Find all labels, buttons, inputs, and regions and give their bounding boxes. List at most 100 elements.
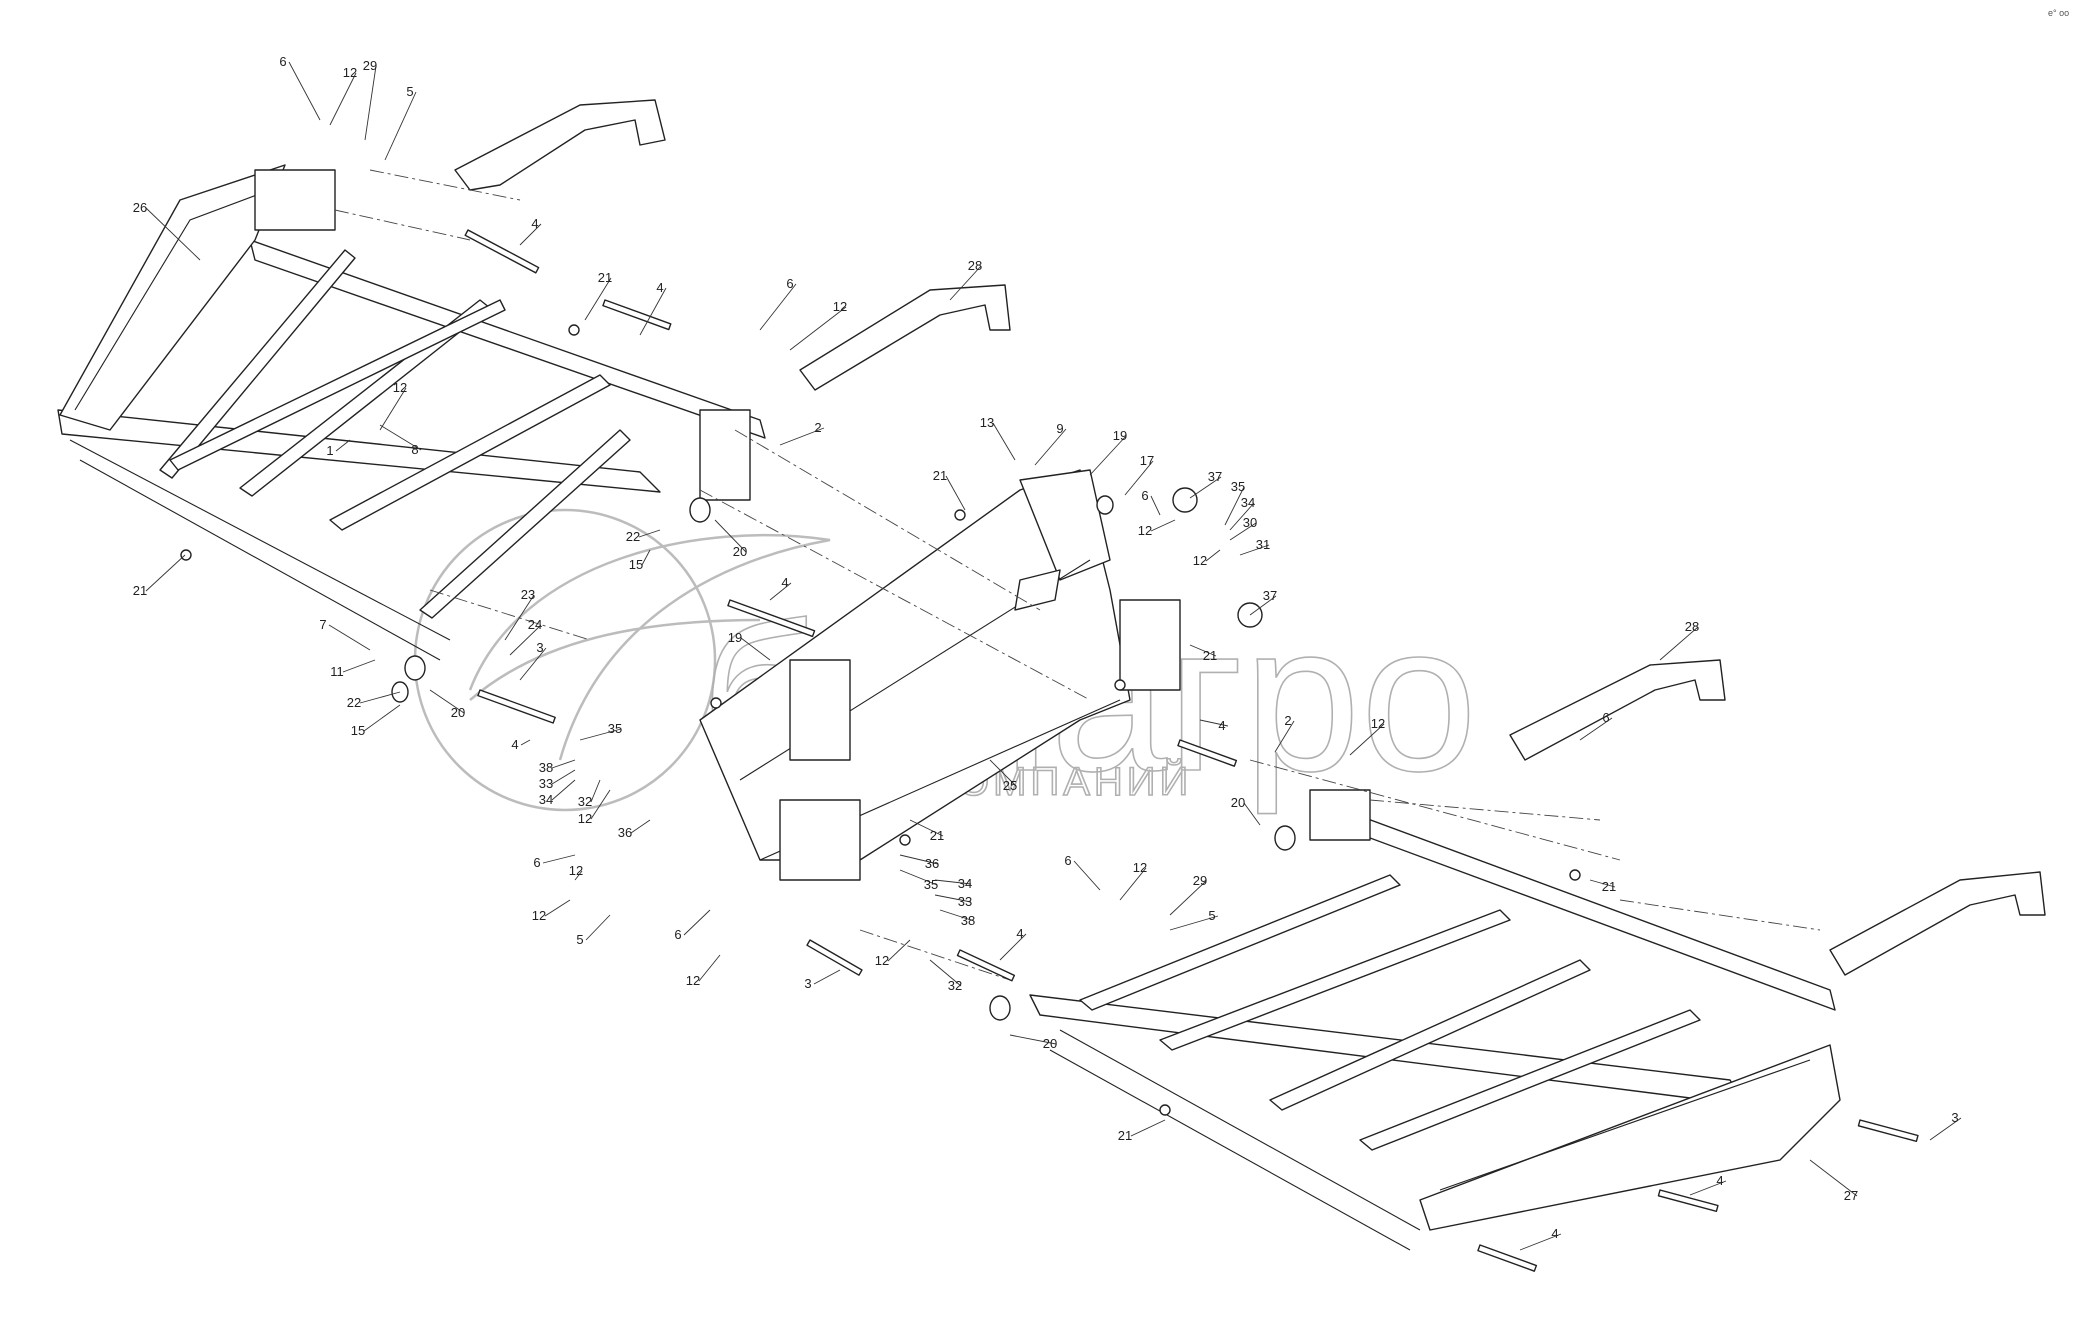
watermark-logo-leaf-vein	[469, 618, 761, 701]
right-section	[1029, 659, 2046, 1251]
callout-number: 4	[531, 216, 538, 231]
callout-leader	[384, 91, 417, 161]
callout-leader	[1009, 1034, 1057, 1045]
bolt-icon	[1857, 1119, 1919, 1143]
callout-number: 7	[319, 617, 326, 632]
callout-leader	[1189, 644, 1217, 657]
callout-leader	[1809, 1159, 1858, 1197]
callout-leader	[1589, 879, 1616, 888]
left-end-frame-edge	[74, 189, 271, 411]
bush-icon	[1172, 487, 1198, 513]
right-brace-4	[1359, 1009, 1701, 1151]
callout-number: 21	[1602, 879, 1616, 894]
callout-leader	[1169, 880, 1207, 916]
callout-number: 20	[733, 544, 747, 559]
right-upper-arm-28	[1509, 659, 1726, 761]
callout-number: 38	[961, 913, 975, 928]
bolt-icon	[464, 229, 540, 274]
callout-leader	[1249, 595, 1277, 616]
callout-leader	[1243, 802, 1261, 826]
callout-leader	[1150, 519, 1176, 532]
left-upper-arm-29	[454, 99, 666, 191]
callout-number: 35	[608, 721, 622, 736]
callout-number: 3	[804, 976, 811, 991]
callout-number: 37	[1263, 588, 1277, 603]
callout-leader	[145, 207, 201, 261]
callout-number: 21	[933, 468, 947, 483]
callout-number: 29	[363, 58, 377, 73]
callout-leader	[519, 223, 542, 246]
callout-number: 36	[618, 825, 632, 840]
callout-leader	[1199, 719, 1229, 727]
callout-leader	[813, 969, 841, 985]
callout-number: 12	[1193, 553, 1207, 568]
callout-leader	[1659, 626, 1699, 661]
callout-number: 12	[532, 908, 546, 923]
callout-leader	[1224, 486, 1245, 526]
callout-number: 12	[1138, 523, 1152, 538]
axis-line	[369, 169, 521, 201]
callout-leader	[590, 789, 611, 820]
callout-number: 15	[629, 557, 643, 572]
callout-number: 34	[539, 792, 553, 807]
bolt-icon	[727, 599, 816, 638]
right-rear-beam	[1329, 804, 1836, 1011]
callout-number: 28	[968, 258, 982, 273]
callout-leader	[769, 582, 792, 601]
callout-number: 22	[626, 529, 640, 544]
axis-line	[334, 209, 471, 241]
callout-number: 5	[406, 84, 413, 99]
callout-leader	[329, 72, 357, 126]
axis-line	[429, 589, 591, 641]
callout-leader	[359, 691, 401, 704]
nut-icon	[1159, 1104, 1171, 1116]
callout-leader	[789, 306, 847, 351]
callout-number: 26	[133, 200, 147, 215]
callout-leader	[909, 819, 944, 837]
corner-mark: e° oo	[2048, 8, 2069, 18]
callout-leader	[1274, 720, 1295, 753]
callout-number: 6	[279, 54, 286, 69]
callout-leader	[145, 554, 186, 592]
callout-number: 4	[511, 737, 518, 752]
callout-leader	[949, 265, 982, 301]
right-hinge-bracket	[1309, 789, 1371, 841]
callout-leader	[328, 624, 371, 651]
callout-number: 23	[521, 587, 535, 602]
callout-number: 12	[1371, 716, 1385, 731]
nut-icon	[1114, 679, 1126, 691]
callout-leader	[1089, 435, 1127, 476]
bolt-icon	[1177, 739, 1238, 767]
callout-leader	[429, 689, 465, 714]
callout-number: 6	[786, 276, 793, 291]
left-end-frame-26	[59, 164, 286, 431]
callout-leader	[740, 637, 771, 661]
right-end-frame-27	[1419, 1044, 1841, 1231]
callout-leader	[899, 854, 939, 865]
callout-number: 34	[1241, 495, 1255, 510]
callout-number: 1	[326, 443, 333, 458]
callout-leader	[1169, 915, 1219, 931]
callout-leader	[887, 939, 911, 962]
left-brace-1	[159, 249, 356, 479]
right-end-frame-edge	[1439, 1059, 1811, 1191]
right-brace-1	[1079, 874, 1401, 1011]
callout-leader	[1579, 717, 1613, 741]
axis-line	[1369, 799, 1601, 821]
callout-leader	[585, 914, 611, 941]
left-lower-arm-28	[799, 284, 1011, 391]
callout-number: 5	[1208, 908, 1215, 923]
callout-number: 12	[343, 65, 357, 80]
callout-leader	[574, 870, 583, 881]
callout-leader	[1124, 460, 1154, 496]
axis-line	[699, 489, 1091, 701]
callout-leader	[1150, 495, 1161, 516]
callout-number: 20	[1043, 1036, 1057, 1051]
right-tine-row	[1059, 1029, 1421, 1231]
callout-number: 15	[351, 723, 365, 738]
callout-leader	[683, 909, 711, 936]
callout-leader	[363, 704, 401, 732]
callout-number: 21	[1118, 1128, 1132, 1143]
bolt-icon	[1657, 1189, 1719, 1213]
bush-icon	[989, 995, 1011, 1021]
